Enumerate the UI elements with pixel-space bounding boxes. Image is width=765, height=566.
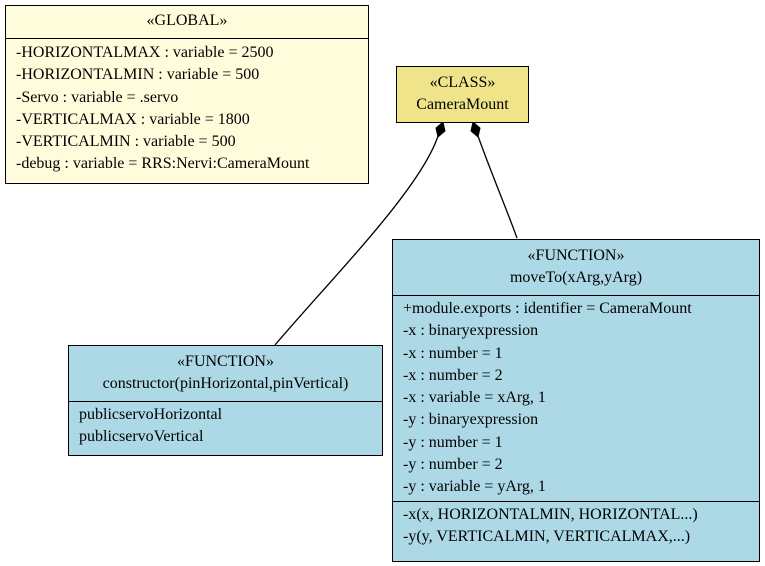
cameramount-name: CameraMount <box>416 96 509 113</box>
constructor-function-box: «FUNCTION» constructor(pinHorizontal,pin… <box>68 345 383 456</box>
moveto-stereotype: «FUNCTION» <box>527 247 625 264</box>
global-attribute: -VERTICALMAX : variable = 1800 <box>16 110 250 128</box>
constructor-name: constructor(pinHorizontal,pinVertical) <box>102 375 349 392</box>
global-header: «GLOBAL» <box>6 6 368 38</box>
moveto-attribute: -x : number = 2 <box>403 366 503 384</box>
global-attribute: -HORIZONTALMIN : variable = 500 <box>16 66 260 84</box>
cameramount-class-box: «CLASS» CameraMount <box>396 66 529 123</box>
moveto-operation: -y(y, VERTICALMIN, VERTICALMAX,...) <box>403 527 691 545</box>
moveto-attribute: -x : number = 1 <box>403 344 503 362</box>
global-attribute: -VERTICALMIN : variable = 500 <box>16 133 236 151</box>
moveto-attribute: -y : binaryexpression <box>403 411 539 429</box>
moveto-header: «FUNCTION» moveTo(xArg,yArg) <box>393 240 759 295</box>
constructor-header: «FUNCTION» constructor(pinHorizontal,pin… <box>69 346 382 401</box>
moveto-attribute: -y : number = 1 <box>403 433 503 451</box>
global-attribute: -debug : variable = RRS:Nervi:CameraMoun… <box>16 155 310 173</box>
composition-edge-constructor <box>274 135 439 346</box>
constructor-attribute: publicservoHorizontal <box>79 406 223 423</box>
global-attribute: -HORIZONTALMAX : variable = 2500 <box>16 44 274 61</box>
moveto-attribute: -x : variable = xArg, 1 <box>403 389 546 407</box>
cameramount-stereotype: «CLASS» <box>429 74 496 91</box>
global-stereotype: «GLOBAL» <box>146 12 228 29</box>
moveto-attribute: -y : variable = yArg, 1 <box>403 478 546 496</box>
constructor-stereotype: «FUNCTION» <box>177 353 274 370</box>
moveto-attribute: +module.exports : identifier = CameraMou… <box>403 300 692 317</box>
moveto-attributes: +module.exports : identifier = CameraMou… <box>393 295 759 501</box>
composition-diamond-moveto <box>470 121 481 138</box>
moveto-attribute: -x : binaryexpression <box>403 322 539 340</box>
global-box: «GLOBAL» -HORIZONTALMAX : variable = 250… <box>5 5 369 184</box>
moveto-function-box: «FUNCTION» moveTo(xArg,yArg) +module.exp… <box>392 239 760 562</box>
constructor-attribute: publicservoVertical <box>79 428 204 446</box>
moveto-attribute: -y : number = 2 <box>403 456 503 474</box>
moveto-operations: -x(x, HORIZONTALMIN, HORIZONTAL...) -y(y… <box>393 500 759 551</box>
composition-diamond-constructor <box>435 121 446 138</box>
global-attribute: -Servo : variable = .servo <box>16 88 179 106</box>
cameramount-header: «CLASS» CameraMount <box>397 67 528 121</box>
composition-edge-moveto <box>477 135 518 239</box>
global-attributes: -HORIZONTALMAX : variable = 2500 -HORIZO… <box>6 38 368 178</box>
moveto-operation: -x(x, HORIZONTALMIN, HORIZONTAL...) <box>403 505 698 523</box>
moveto-name: moveTo(xArg,yArg) <box>509 269 643 286</box>
constructor-attributes: publicservoHorizontal publicservoVertica… <box>69 401 382 451</box>
